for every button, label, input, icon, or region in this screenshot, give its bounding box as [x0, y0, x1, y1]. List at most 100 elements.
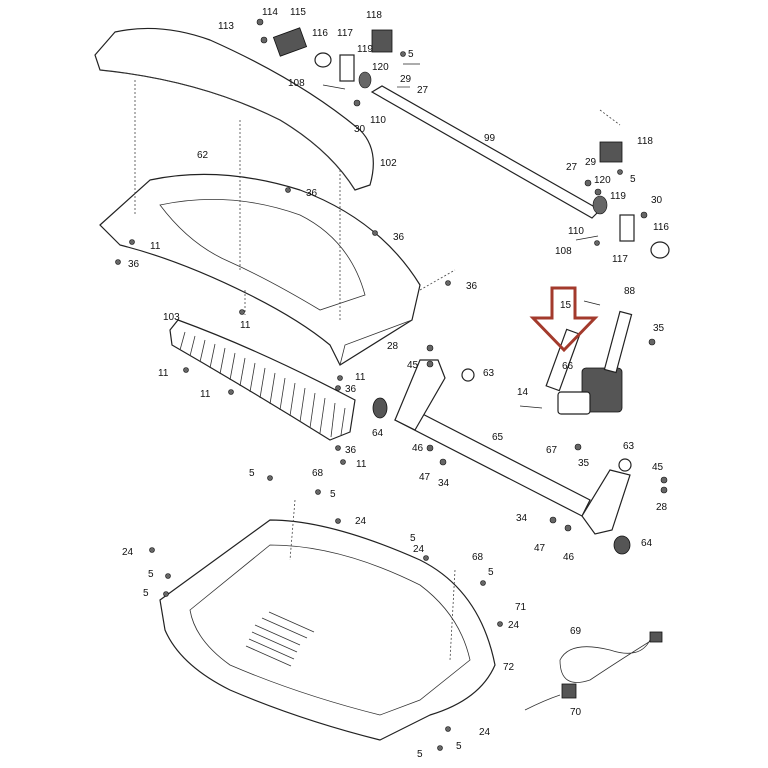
part-label-116b: 116 — [653, 222, 669, 233]
part-label-24c: 24 — [413, 544, 425, 555]
grille-part-103 — [169, 319, 356, 441]
part-label-5b: 5 — [630, 174, 636, 185]
part-label-67: 67 — [546, 445, 558, 456]
part-label-47a: 47 — [419, 472, 431, 483]
part-label-70: 70 — [570, 707, 582, 718]
part-label-5h: 5 — [488, 567, 494, 578]
part-label-45b: 45 — [652, 462, 664, 473]
washer-part-63-left — [461, 368, 475, 382]
part-label-68b: 68 — [472, 552, 484, 563]
part-label-28a: 28 — [387, 341, 399, 352]
incline-motor-part-66 — [545, 310, 633, 415]
part-label-119: 119 — [357, 44, 373, 55]
washer-part-63-right — [618, 458, 632, 472]
part-label-36e: 36 — [345, 384, 357, 395]
assembly-guide-lines — [134, 80, 621, 661]
part-label-5: 5 — [408, 49, 414, 60]
part-label-108: 108 — [288, 78, 305, 89]
part-label-29b: 29 — [585, 157, 597, 168]
part-label-115: 115 — [290, 7, 306, 18]
lift-frame-part-65 — [394, 359, 631, 535]
part-label-36d: 36 — [466, 281, 478, 292]
part-label-35a: 35 — [653, 323, 665, 334]
idler-bracket-right — [592, 141, 670, 259]
part-label-71: 71 — [515, 602, 527, 613]
front-roller-part-99 — [370, 85, 601, 219]
part-label-5f: 5 — [143, 588, 149, 599]
part-label-116: 116 — [312, 28, 328, 39]
part-label-110b: 110 — [568, 226, 584, 237]
part-label-108b: 108 — [555, 246, 572, 257]
part-label-117b: 117 — [612, 254, 628, 265]
part-label-11e: 11 — [355, 372, 366, 383]
part-labels: 113 114 115 116 117 118 119 5 120 29 108… — [122, 7, 669, 760]
part-label-46a: 46 — [412, 443, 424, 454]
part-label-45a: 45 — [407, 360, 419, 371]
part-label-120: 120 — [372, 62, 389, 73]
part-label-30b: 30 — [651, 195, 663, 206]
part-label-69: 69 — [570, 626, 582, 637]
idler-bracket-left — [272, 27, 393, 89]
part-label-47b: 47 — [534, 543, 546, 554]
part-label-36f: 36 — [345, 445, 357, 456]
part-label-27b: 27 — [566, 162, 578, 173]
part-label-64a: 64 — [372, 428, 384, 439]
part-label-5e: 5 — [148, 569, 154, 580]
part-label-5g: 5 — [410, 533, 416, 544]
part-label-65: 65 — [492, 432, 504, 443]
part-label-63a: 63 — [483, 368, 495, 379]
part-label-114: 114 — [262, 7, 278, 18]
part-label-102: 102 — [380, 158, 397, 169]
fastener-hardware — [115, 18, 668, 751]
part-label-113: 113 — [218, 21, 234, 32]
wheel-part-64-right — [613, 535, 631, 555]
part-label-5j: 5 — [417, 749, 423, 760]
part-label-118: 118 — [366, 10, 382, 21]
part-label-24b: 24 — [122, 547, 134, 558]
wire-harness-part-70 — [524, 683, 577, 711]
part-label-117: 117 — [337, 28, 353, 39]
part-label-24e: 24 — [479, 727, 491, 738]
part-label-11f: 11 — [356, 459, 367, 470]
part-label-68a: 68 — [312, 468, 324, 479]
wheel-part-64-left — [372, 397, 388, 419]
part-label-72: 72 — [503, 662, 515, 673]
part-label-66: 66 — [562, 361, 574, 372]
highlight-arrow — [529, 286, 599, 353]
part-label-120b: 120 — [594, 175, 611, 186]
motor-base-part-72 — [159, 519, 496, 741]
part-label-34b: 34 — [516, 513, 528, 524]
part-label-119b: 119 — [610, 191, 626, 202]
part-label-36b: 36 — [393, 232, 405, 243]
part-label-27: 27 — [417, 85, 429, 96]
part-label-11a: 11 — [150, 241, 161, 252]
motor-hood-part-62 — [99, 173, 421, 366]
part-label-11c: 11 — [158, 368, 169, 379]
part-label-34a: 34 — [438, 478, 450, 489]
part-label-103: 103 — [163, 312, 180, 323]
part-label-5c: 5 — [249, 468, 255, 479]
part-label-24d: 24 — [508, 620, 520, 631]
part-label-5d: 5 — [330, 489, 336, 500]
part-label-14: 14 — [517, 387, 529, 398]
part-label-36c: 36 — [128, 259, 140, 270]
part-label-46b: 46 — [563, 552, 575, 563]
part-label-99: 99 — [484, 133, 496, 144]
part-label-15: 15 — [560, 300, 572, 311]
part-label-11b: 11 — [240, 320, 251, 331]
part-label-64b: 64 — [641, 538, 653, 549]
power-cord-part-69 — [559, 631, 663, 683]
part-label-118b: 118 — [637, 136, 653, 147]
part-label-88: 88 — [624, 286, 636, 297]
part-label-29: 29 — [400, 74, 412, 85]
part-label-63b: 63 — [623, 441, 635, 452]
part-label-11d: 11 — [200, 389, 211, 400]
part-label-110: 110 — [370, 115, 386, 126]
part-label-35b: 35 — [578, 458, 590, 469]
part-label-30: 30 — [354, 124, 366, 135]
part-label-5i: 5 — [456, 741, 462, 752]
part-label-28b: 28 — [656, 502, 668, 513]
part-label-24a: 24 — [355, 516, 367, 527]
hood-part-102 — [94, 27, 374, 191]
